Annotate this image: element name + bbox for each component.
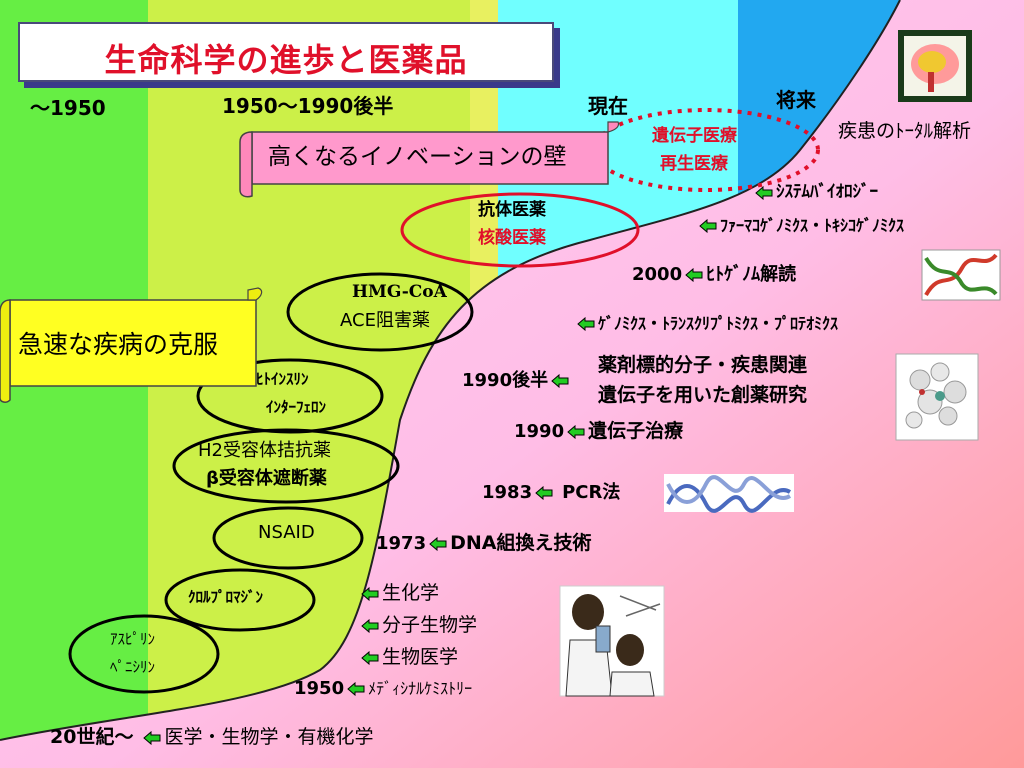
rapid-overcome-label: 急速な疾病の克服	[18, 330, 219, 359]
event-label: ｹﾞﾉﾐｸｽ・ﾄﾗﾝｽｸﾘﾌﾟﾄﾐｸｽ・ﾌﾟﾛﾃｵﾐｸｽ	[598, 314, 839, 333]
dna-helix-picture	[921, 249, 1001, 301]
event-gene-therapy: 1990 遺伝子治療	[514, 422, 683, 441]
event-biomedicine: 生物医学	[358, 648, 458, 667]
late90-line1: 薬剤標的分子・疾患関連	[598, 354, 808, 376]
innovation-wall-label: 高くなるイノベーションの壁	[268, 144, 567, 170]
page-title: 生命科学の進歩と医薬品	[104, 41, 468, 79]
late90-line2: 遺伝子を用いた創薬研究	[598, 384, 808, 406]
hmg-coa-label: HMG-CoA	[352, 282, 447, 302]
h2-ellipse	[172, 428, 400, 504]
left-arrow-icon	[551, 374, 569, 388]
penicillin-label: ﾍﾟﾆｼﾘﾝ	[110, 658, 156, 676]
total-analysis-label: 疾患のﾄｰﾀﾙ解析	[838, 120, 972, 142]
event-label: ｼｽﾃﾑﾊﾞｲｵﾛｼﾞｰ	[776, 182, 878, 202]
protein-picture	[895, 353, 979, 441]
left-arrow-icon	[361, 586, 379, 601]
event-year: 2000	[632, 264, 683, 285]
innovation-wall-scroll	[239, 121, 620, 198]
era-label-mid: 1950～1990後半	[222, 94, 394, 118]
beta-blocker-label: β受容体遮断薬	[206, 468, 327, 489]
chlorpromazine-label: ｸﾛﾙﾌﾟﾛﾏｼﾞﾝ	[188, 588, 264, 606]
event-pcr: 1983 PCR法	[482, 484, 620, 502]
antibody-ellipse	[400, 192, 640, 268]
h2-antagonist-label: H2受容体拮抗薬	[198, 440, 331, 461]
title-box: 生命科学の進歩と医薬品	[18, 22, 554, 82]
era-label-future: 将来	[776, 88, 816, 112]
event-year: 1990	[514, 420, 565, 442]
aspirin-ellipse	[68, 614, 220, 694]
insulin-ellipse	[196, 358, 384, 434]
regenerative-medicine-label: 再生医療	[660, 154, 728, 174]
left-arrow-icon	[535, 486, 553, 500]
left-arrow-icon	[685, 268, 703, 282]
left-arrow-icon	[361, 618, 379, 633]
event-biochemistry: 生化学	[358, 584, 439, 603]
left-arrow-icon	[143, 730, 161, 745]
event-year: 1990後半	[462, 370, 549, 391]
rapid-overcome-scroll	[0, 287, 263, 403]
event-dna-recombination: 1973 DNA組換え技術	[376, 534, 592, 553]
left-arrow-icon	[361, 650, 379, 665]
innovation-curve-line	[0, 0, 901, 741]
interferon-label: ｲﾝﾀｰﾌｪﾛﾝ	[266, 398, 327, 416]
nucleic-acid-drug-label: 核酸医薬	[478, 228, 546, 248]
chlor-ellipse	[164, 568, 316, 632]
left-arrow-icon	[347, 682, 365, 696]
event-year: 1983	[482, 482, 533, 503]
left-arrow-icon	[429, 536, 447, 551]
event-year: 1950	[294, 678, 345, 699]
ace-inhibitor-label: ACE阻害薬	[340, 310, 430, 331]
left-arrow-icon	[755, 185, 773, 200]
event-label: DNA組換え技術	[450, 532, 592, 554]
event-label: ﾌｧｰﾏｺｹﾞﾉﾐｸｽ・ﾄｷｼｺｹﾞﾉﾐｸｽ	[720, 216, 905, 235]
event-molecular-biology: 分子生物学	[358, 616, 477, 635]
event-pharmacogenomics: ﾌｧｰﾏｺｹﾞﾉﾐｸｽ・ﾄｷｼｺｹﾞﾉﾐｸｽ	[696, 218, 904, 234]
left-arrow-icon	[699, 219, 717, 233]
event-year: 1973	[376, 532, 427, 554]
event-systems-biology: ｼｽﾃﾑﾊﾞｲｵﾛｼﾞｰ	[752, 184, 878, 201]
event-omics: ｹﾞﾉﾐｸｽ・ﾄﾗﾝｽｸﾘﾌﾟﾄﾐｸｽ・ﾌﾟﾛﾃｵﾐｸｽ	[574, 316, 838, 332]
event-year: 20世紀～	[50, 726, 134, 748]
pcr-dna-picture	[664, 474, 794, 513]
event-label: 生物医学	[382, 646, 459, 668]
human-insulin-label: ﾋﾄｲﾝｽﾘﾝ	[256, 370, 309, 388]
antibody-drug-label: 抗体医薬	[478, 200, 546, 220]
event-label: 生化学	[382, 582, 440, 604]
scientists-picture	[559, 585, 665, 697]
gene-medicine-label: 遺伝子医療	[652, 126, 737, 146]
event-late90-drug-discovery: 1990後半	[462, 372, 572, 390]
event-label: PCR法	[562, 482, 621, 503]
event-label: ﾒﾃﾞｨｼﾅﾙｹﾐｽﾄﾘｰ	[368, 679, 473, 698]
event-label: 分子生物学	[382, 614, 478, 636]
event-medicinal-chemistry: 1950 ﾒﾃﾞｨｼﾅﾙｹﾐｽﾄﾘｰ	[294, 680, 472, 698]
hmg-ellipse	[286, 272, 474, 352]
event-label: 医学・生物学・有機化学	[164, 726, 374, 748]
event-label: 遺伝子治療	[588, 420, 684, 442]
era-label-now: 現在	[588, 94, 628, 118]
brain-picture	[898, 30, 972, 102]
left-arrow-icon	[567, 424, 585, 439]
event-human-genome: 2000 ﾋﾄｹﾞﾉﾑ解読	[632, 266, 796, 284]
nsaid-ellipse	[212, 506, 364, 570]
era-label-pre1950: ～1950	[30, 96, 106, 120]
aspirin-label: ｱｽﾋﾟﾘﾝ	[110, 630, 156, 648]
event-20th-century: 20世紀～ 医学・生物学・有機化学	[50, 728, 373, 747]
event-label: ﾋﾄｹﾞﾉﾑ解読	[706, 264, 797, 285]
left-arrow-icon	[577, 317, 595, 331]
nsaid-label: NSAID	[258, 522, 315, 543]
